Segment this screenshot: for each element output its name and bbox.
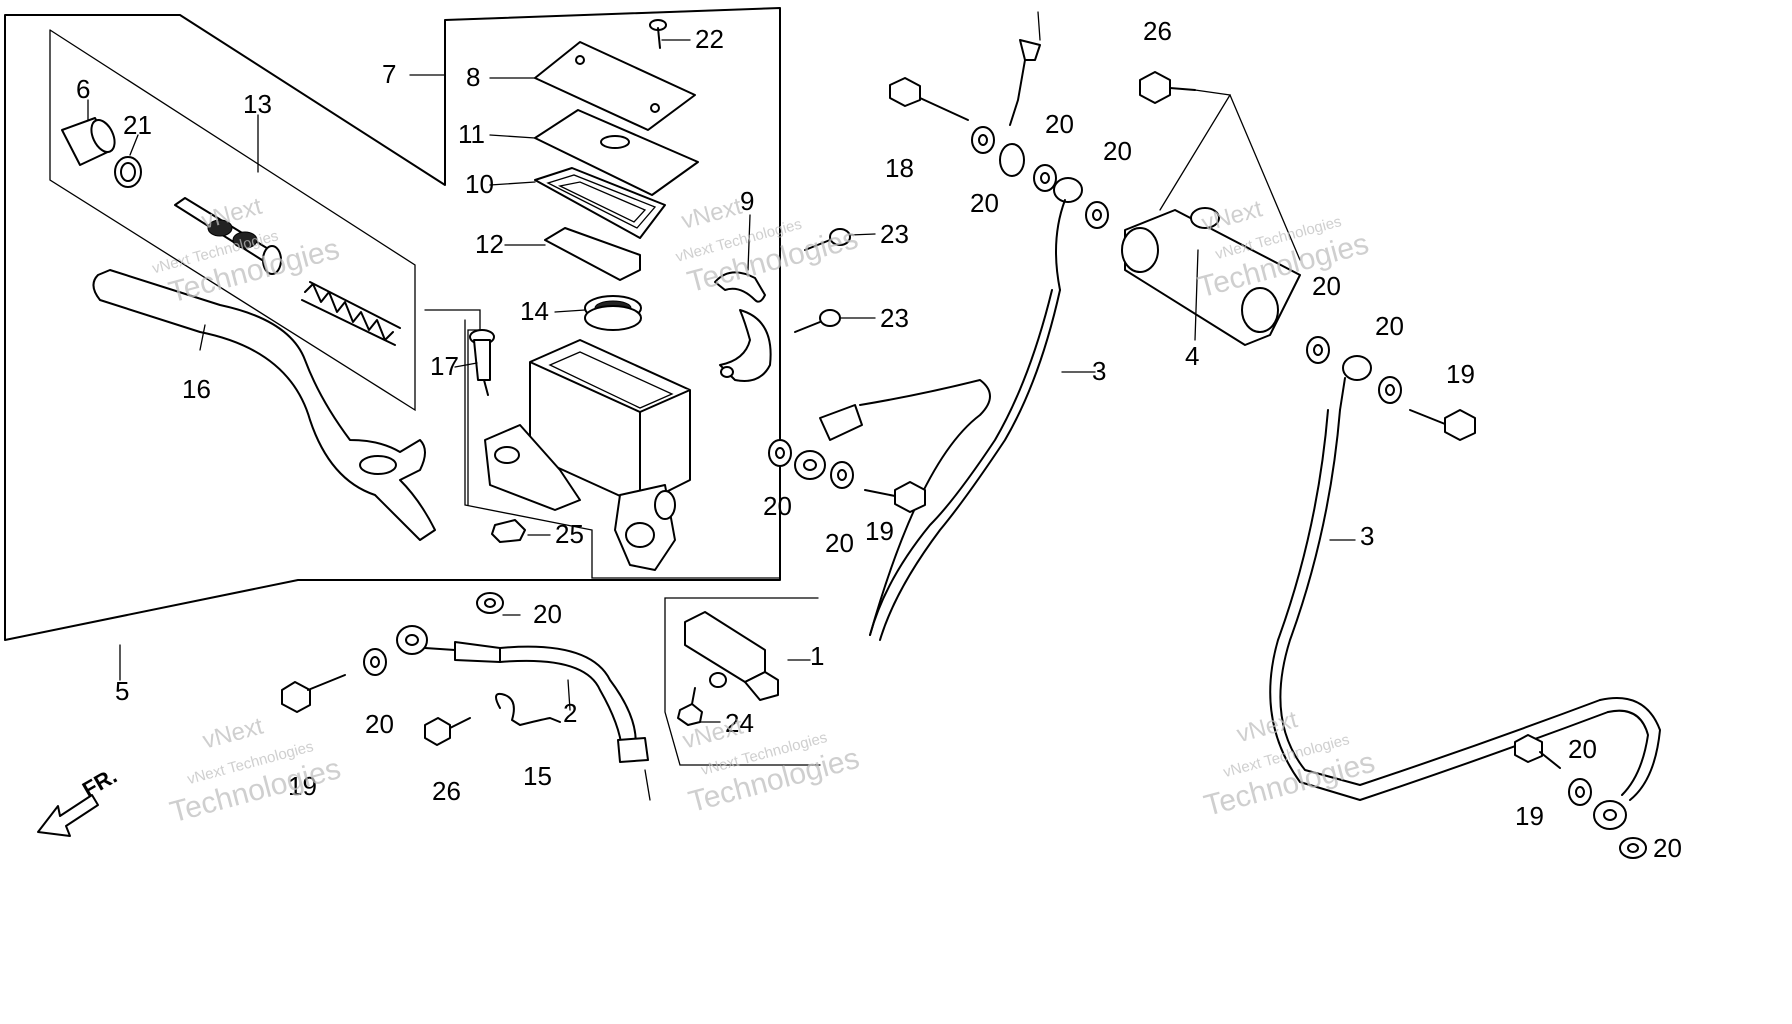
bolt-part-19-a	[281, 674, 346, 713]
bolt-part-19-d	[1514, 734, 1561, 769]
callout-3-center: 3	[1092, 356, 1106, 386]
callout-23-lower: 23	[880, 303, 909, 333]
callout-20-e: 20	[1103, 136, 1132, 166]
callout-12: 12	[475, 229, 504, 259]
washer-part-20-a	[476, 592, 504, 614]
screw-part-23-lower	[794, 309, 841, 333]
pivot-bolt-part	[469, 329, 495, 396]
bolt-part-26-b	[1139, 71, 1196, 104]
callout-20-d: 20	[1045, 109, 1074, 139]
callout-19-a: 19	[288, 771, 317, 801]
callout-13: 13	[243, 89, 272, 119]
callout-6: 6	[76, 74, 90, 104]
callout-7: 7	[382, 59, 396, 89]
screw-part-24	[677, 687, 703, 726]
diaphragm-part-10	[534, 167, 666, 239]
callout-3-right: 3	[1360, 521, 1374, 551]
holder-part-9	[714, 271, 772, 382]
callout-18: 18	[885, 153, 914, 183]
callout-26-b: 26	[1143, 16, 1172, 46]
washer-part-20-g	[830, 461, 854, 489]
plate-part-12	[544, 227, 641, 281]
callout-20-j: 20	[1568, 734, 1597, 764]
bolt-part-26-a	[424, 717, 471, 746]
callout-25: 25	[555, 519, 584, 549]
callout-11: 11	[458, 119, 485, 149]
bolt-part-18	[889, 77, 969, 121]
subassembly-frame-13	[49, 29, 416, 412]
callout-5: 5	[115, 676, 129, 706]
watermark-small: vNext	[1199, 195, 1266, 237]
callout-20-k: 20	[1653, 833, 1682, 863]
boot-part-6	[61, 117, 116, 166]
nut-part-25	[491, 519, 526, 543]
three-way-joint-part-4	[1121, 207, 1301, 346]
switch-frame-1	[664, 597, 821, 766]
callout-20-f: 20	[763, 491, 792, 521]
watermark-small: vNext	[200, 713, 267, 755]
washer-part-20-d	[1033, 164, 1057, 192]
callout-16: 16	[182, 374, 211, 404]
callout-8: 8	[466, 62, 480, 92]
washer-part-20-h	[1306, 336, 1330, 364]
callout-9: 9	[740, 186, 754, 216]
callout-23-upper: 23	[880, 219, 909, 249]
brake-hose-part-3-center	[794, 39, 1083, 641]
callout-17: 17	[430, 351, 459, 381]
bolt-part-19-c	[1409, 409, 1476, 441]
callout-22: 22	[695, 24, 724, 54]
front-direction-arrow: FR.	[37, 763, 121, 837]
callout-20-i: 20	[1375, 311, 1404, 341]
brake-hose-part-3-right	[1269, 355, 1661, 830]
callout-4: 4	[1185, 341, 1199, 371]
washer-part-20-f	[768, 439, 792, 467]
reservoir-cover-part-8	[534, 41, 696, 131]
washer-part-20-e	[1085, 201, 1109, 229]
callout-21: 21	[123, 110, 152, 140]
plate-part-11	[534, 109, 699, 196]
callout-20-a: 20	[533, 599, 562, 629]
master-cylinder-body	[484, 339, 691, 571]
piston-set-part	[174, 197, 401, 346]
washer-part-20-c	[971, 126, 995, 154]
callout-19-b: 19	[865, 516, 894, 546]
callout-10: 10	[465, 169, 494, 199]
bolt-part-19-b	[864, 481, 926, 513]
callout-19-c: 19	[1446, 359, 1475, 389]
brake-lever-part	[92, 269, 436, 541]
screw-part-22	[649, 19, 667, 49]
circlip-part-21	[114, 156, 142, 188]
washer-part-20-k	[1619, 837, 1647, 859]
watermark-small: vNext	[679, 193, 746, 235]
washer-part-20-i	[1378, 376, 1402, 404]
callout-20-g: 20	[825, 528, 854, 558]
seal-part-14	[584, 295, 642, 331]
switch-part-1	[684, 611, 779, 701]
callout-2: 2	[563, 698, 577, 728]
callout-26-a: 26	[432, 776, 461, 806]
callout-15: 15	[523, 761, 552, 791]
direction-label: FR.	[78, 763, 121, 802]
watermark-small: vNext	[1234, 706, 1301, 748]
callout-labels: 1 2 3 3 4 5 6 7 8 9 10 11 12 13 14 15 16…	[76, 16, 1682, 863]
callout-19-d: 19	[1515, 801, 1544, 831]
washer-part-20-j	[1568, 778, 1592, 806]
subassembly-frame-7	[444, 7, 781, 579]
callout-20-c: 20	[970, 188, 999, 218]
callout-20-h: 20	[1312, 271, 1341, 301]
washer-part-20-b	[363, 648, 387, 676]
clip-part-15	[495, 692, 561, 726]
leader-lines	[87, 11, 1356, 801]
screw-part-23-upper	[804, 228, 851, 251]
callout-14: 14	[520, 296, 549, 326]
callout-1: 1	[810, 641, 824, 671]
callout-20-b: 20	[365, 709, 394, 739]
brake-hose-part-2	[396, 625, 649, 763]
callout-24: 24	[725, 708, 754, 738]
